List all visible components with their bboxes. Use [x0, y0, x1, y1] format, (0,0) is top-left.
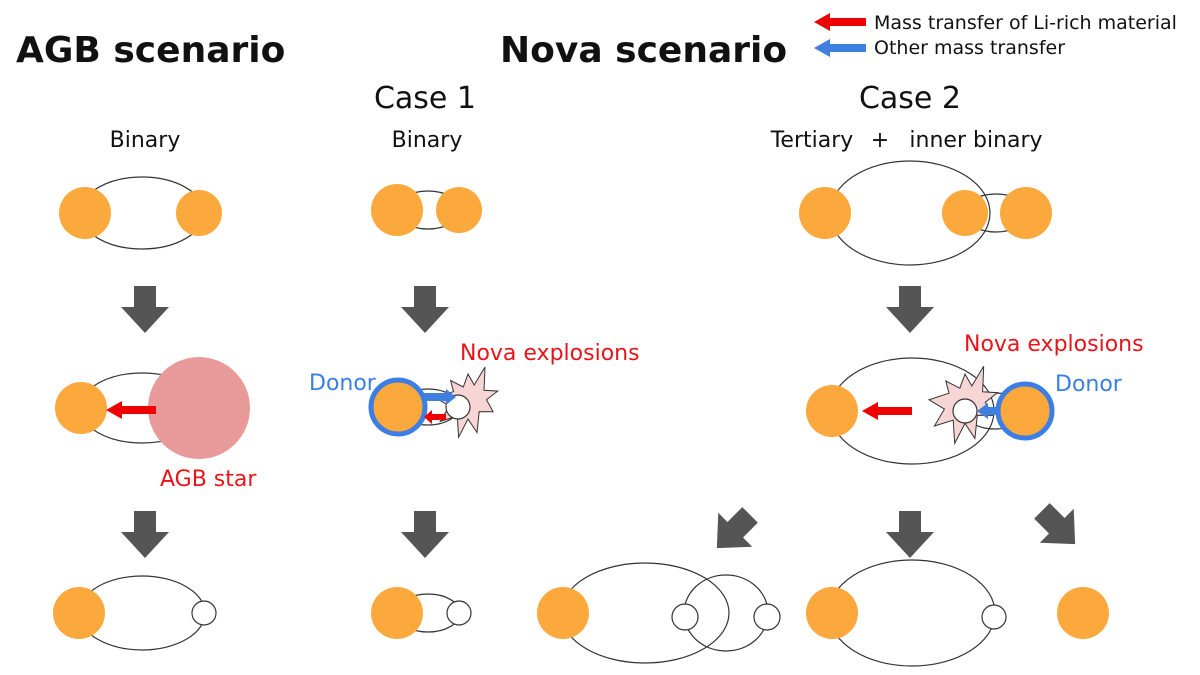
star — [1000, 187, 1052, 239]
agb-star-label: AGB star — [160, 467, 257, 492]
down-arrow-icon — [401, 286, 449, 333]
other-transfer-arrow-icon — [814, 39, 866, 57]
case2-outcome-a — [537, 562, 781, 664]
li-rich-arrow-icon — [424, 410, 446, 424]
li-rich-arrow-icon — [814, 13, 866, 31]
white-dwarf — [191, 600, 217, 626]
case2-nova-label: Nova explosions — [964, 332, 1144, 357]
case2-stage-1 — [799, 160, 1052, 266]
ejected-star — [1057, 587, 1109, 639]
li-rich-arrow-icon — [862, 402, 912, 420]
agb-stage-1 — [59, 176, 222, 250]
agb-stage-3 — [53, 575, 217, 651]
down-arrow-icon — [121, 511, 169, 558]
agb-stage-2: AGB star — [55, 357, 257, 492]
star — [176, 190, 222, 236]
star — [371, 184, 423, 236]
white-dwarf — [445, 394, 471, 420]
case2-inner-binary-label: inner binary — [909, 128, 1042, 153]
case2-stage-2: Nova explosions Donor — [806, 332, 1144, 465]
li-rich-arrow-icon — [106, 401, 156, 419]
star — [806, 587, 858, 639]
other-transfer-arrow-icon — [424, 389, 456, 405]
legend-other-label: Other mass transfer — [874, 37, 1065, 59]
case1-binary-label: Binary — [392, 128, 463, 153]
star — [371, 587, 423, 639]
diagonal-arrow-icon — [1024, 493, 1093, 562]
legend: Mass transfer of Li-rich material Other … — [814, 12, 1177, 59]
legend-li-rich-label: Mass transfer of Li-rich material — [874, 12, 1177, 34]
star — [537, 587, 589, 639]
case2-donor-label: Donor — [1055, 372, 1123, 397]
agb-binary-label: Binary — [110, 128, 181, 153]
star — [59, 187, 111, 239]
case2-outcome-b — [806, 559, 1109, 667]
white-dwarf — [952, 398, 978, 424]
down-arrow-icon — [401, 511, 449, 558]
case1-stage-1 — [371, 184, 482, 236]
white-dwarf — [753, 603, 781, 631]
case2-heading: Case 2 — [859, 81, 961, 116]
case1-heading: Case 1 — [374, 81, 476, 116]
white-dwarf — [446, 600, 472, 626]
star — [436, 187, 482, 233]
case2-tertiary-label: Tertiary — [770, 128, 854, 153]
star — [799, 187, 851, 239]
case1-nova-label: Nova explosions — [460, 341, 640, 366]
star — [55, 382, 107, 434]
donor-star — [995, 381, 1055, 441]
case1-stage-2: Donor Nova explosions — [309, 341, 640, 440]
other-transfer-arrow-icon — [977, 403, 1000, 419]
down-arrow-icon — [886, 511, 934, 558]
case2-plus-label: + — [871, 128, 889, 153]
down-arrow-icon — [886, 286, 934, 333]
star — [942, 190, 988, 236]
star — [53, 587, 105, 639]
white-dwarf — [671, 603, 699, 631]
agb-scenario-heading: AGB scenario — [16, 30, 285, 71]
case1-donor-label: Donor — [309, 371, 377, 396]
diagonal-arrow-icon — [699, 497, 768, 566]
case1-stage-3 — [371, 587, 472, 639]
nova-scenario-heading: Nova scenario — [500, 30, 787, 71]
white-dwarf — [981, 604, 1007, 630]
donor-star — [368, 377, 428, 437]
down-arrow-icon — [121, 286, 169, 333]
agb-star — [148, 357, 250, 459]
star — [806, 385, 858, 437]
